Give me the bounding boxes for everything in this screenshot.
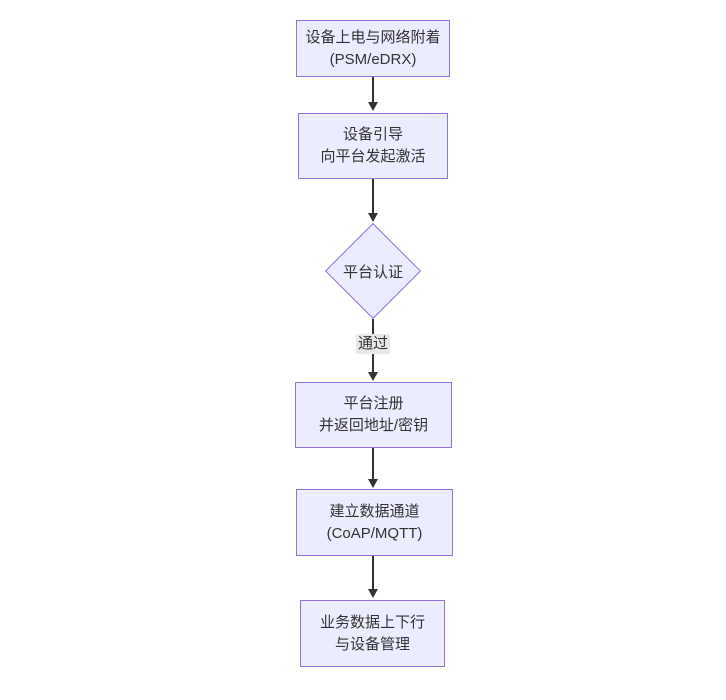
node-text-line: 设备上电与网络附着 xyxy=(305,28,441,46)
node-text-line: 建立数据通道 xyxy=(329,502,420,520)
edge-register-to-channel xyxy=(368,448,378,488)
node-text-line: 并返回地址/密钥 xyxy=(318,417,429,434)
arrowhead-icon xyxy=(368,372,378,381)
node-text-line: 业务数据上下行 xyxy=(319,613,425,631)
edge-line xyxy=(372,448,374,479)
edge-bootstrap-to-auth xyxy=(368,179,378,222)
flow-node-data-channel: 建立数据通道 (CoAP/MQTT) xyxy=(296,489,453,556)
arrowhead-icon xyxy=(368,589,378,598)
edge-line xyxy=(372,77,374,102)
flow-node-bootstrap: 设备引导 向平台发起激活 xyxy=(298,113,448,179)
node-text-line: (CoAP/MQTT) xyxy=(326,524,423,542)
arrowhead-icon xyxy=(368,479,378,488)
node-text-line: (PSM/eDRX) xyxy=(329,50,417,68)
node-text-line: 平台注册 xyxy=(343,395,404,412)
node-text-line: 设备引导 xyxy=(342,126,403,143)
node-text-line: 平台认证 xyxy=(342,263,403,281)
edge-label-pass: 通过 xyxy=(355,334,391,354)
node-text-line: 向平台发起激活 xyxy=(320,148,426,165)
flow-node-platform-auth: 平台认证 xyxy=(324,222,422,320)
flow-node-business-data: 业务数据上下行 与设备管理 xyxy=(300,600,445,667)
flow-node-power-on: 设备上电与网络附着 (PSM/eDRX) xyxy=(296,20,450,77)
edge-power-on-to-bootstrap xyxy=(368,77,378,111)
edge-channel-to-business xyxy=(368,556,378,598)
node-text-line: 与设备管理 xyxy=(334,635,410,653)
arrowhead-icon xyxy=(368,213,378,222)
edge-line xyxy=(372,556,374,589)
edge-auth-to-register: 通过 xyxy=(355,319,391,381)
edge-line xyxy=(372,179,374,213)
flow-node-register: 平台注册 并返回地址/密钥 xyxy=(295,382,452,448)
arrowhead-icon xyxy=(368,102,378,111)
